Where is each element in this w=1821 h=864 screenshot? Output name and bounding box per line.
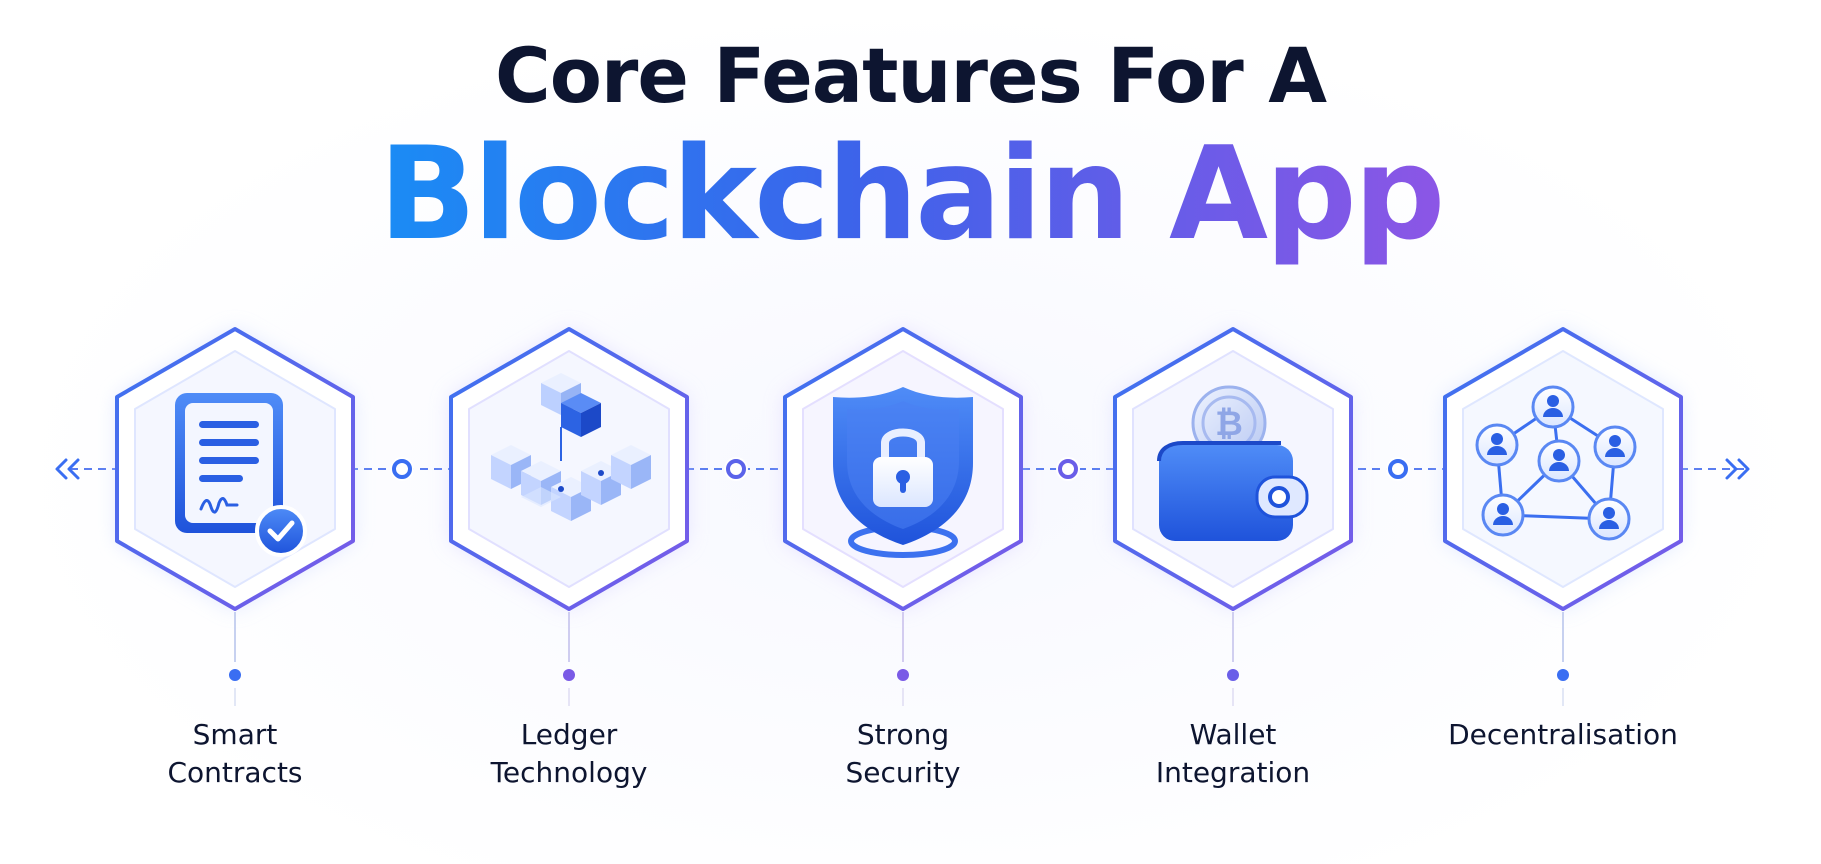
feature-label-line-1: Smart xyxy=(192,718,278,751)
ledger-blocks-icon xyxy=(491,373,651,521)
vertical-connector xyxy=(1227,612,1239,706)
feature-card-smart-contracts xyxy=(115,327,355,611)
user-node-icon xyxy=(1537,439,1581,483)
title-line-2-text: Blockchain App xyxy=(378,120,1446,269)
ring-node-icon xyxy=(1386,457,1410,481)
double-chevron-right-icon xyxy=(1725,458,1750,480)
feature-label-smart-contracts: Smart Contracts xyxy=(85,716,385,792)
ring-node-icon xyxy=(1056,457,1080,481)
vertical-connector xyxy=(1557,612,1569,706)
feature-card-strong-security xyxy=(783,327,1023,611)
title-line-2: Blockchain App xyxy=(0,127,1821,262)
feature-card-ledger-technology xyxy=(449,327,689,611)
user-node-icon xyxy=(1475,423,1519,467)
user-node-icon xyxy=(1481,493,1525,537)
title-line-1: Core Features For A xyxy=(494,31,1327,120)
feature-label-line-1: Wallet xyxy=(1189,718,1277,751)
feature-label-decentralisation: Decentralisation xyxy=(1413,716,1713,754)
ring-node-icon xyxy=(724,457,748,481)
feature-card-decentralisation xyxy=(1443,327,1683,611)
feature-label-line-1: Ledger xyxy=(520,718,618,751)
ring-node-icon xyxy=(390,457,414,481)
feature-label-line-2: Technology xyxy=(490,756,648,789)
shield-lock-icon xyxy=(833,387,973,558)
svg-text:₿: ₿ xyxy=(1215,404,1243,444)
feature-label-wallet-integration: Wallet Integration xyxy=(1083,716,1383,792)
user-node-icon xyxy=(1593,425,1637,469)
user-node-icon xyxy=(1531,385,1575,429)
double-chevron-left-icon xyxy=(55,458,80,480)
feature-label-line-1: Decentralisation xyxy=(1448,718,1678,751)
vertical-connector xyxy=(229,612,241,706)
user-node-icon xyxy=(1587,497,1631,541)
feature-label-strong-security: Strong Security xyxy=(753,716,1053,792)
feature-card-wallet-integration: ₿ xyxy=(1113,327,1353,611)
wallet-bitcoin-icon: ₿ xyxy=(1157,385,1309,541)
feature-label-line-2: Integration xyxy=(1155,756,1311,789)
feature-label-ledger-technology: Ledger Technology xyxy=(419,716,719,792)
smart-contract-icon xyxy=(175,393,307,557)
vertical-connector xyxy=(897,612,909,706)
feature-label-line-2: Security xyxy=(845,756,961,789)
network-users-icon xyxy=(1475,385,1637,541)
vertical-connector xyxy=(563,612,575,706)
feature-label-line-1: Strong xyxy=(856,718,950,751)
feature-label-line-2: Contracts xyxy=(167,756,303,789)
